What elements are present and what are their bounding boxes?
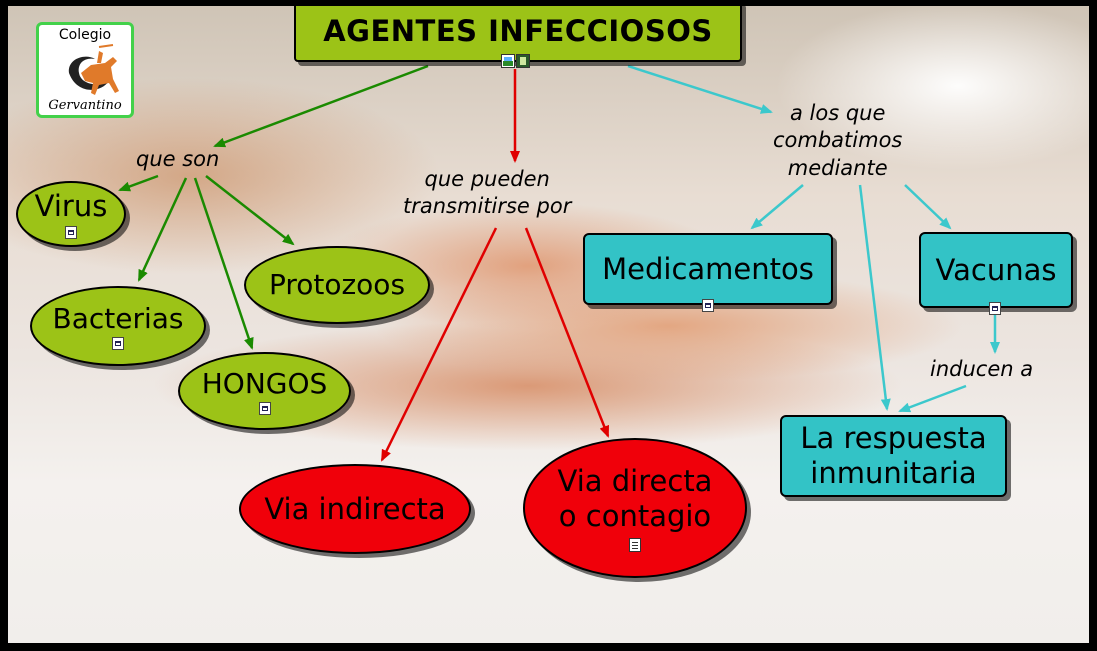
link-combatimos-line1: a los que <box>789 101 886 125</box>
horse-rider-icon <box>68 44 119 95</box>
concept-map-canvas: Colegio Gervantino AGENTES INFECCIOSOS q… <box>8 6 1089 643</box>
link-combatimos: a los que combatimos mediante <box>773 100 902 182</box>
submap-icon[interactable] <box>112 337 124 351</box>
medicamentos-label: Medicamentos <box>602 251 814 286</box>
link-combatimos-line3: mediante <box>787 155 888 180</box>
colegio-logo: Colegio Gervantino <box>36 22 134 118</box>
concept-vacunas[interactable]: Vacunas <box>919 232 1073 308</box>
vacunas-label: Vacunas <box>935 252 1057 287</box>
edge-combatimos-to-respuesta <box>858 184 891 411</box>
edge-que-son-to-protozoos <box>205 175 295 246</box>
submap-icon[interactable] <box>65 225 77 239</box>
edge-title-to-que-son <box>213 64 429 148</box>
protozoos-label: Protozoos <box>268 268 406 302</box>
respuesta-line2: inmunitaria <box>810 456 977 490</box>
link-transmitirse-line2: transmitirse por <box>403 194 572 219</box>
concept-medicamentos[interactable]: Medicamentos <box>583 233 833 305</box>
logo-text-top: Colegio <box>58 27 112 43</box>
hongos-label: HONGOS <box>201 366 328 400</box>
concept-virus[interactable]: Virus <box>16 181 126 247</box>
submap-icon[interactable] <box>258 402 271 416</box>
via-directa-line1: Via directa <box>557 464 713 499</box>
edge-combatimos-to-vacunas <box>904 184 952 230</box>
concept-hongos[interactable]: HONGOS <box>178 352 351 430</box>
edge-que-son-to-hongos <box>193 177 254 350</box>
edge-transmitirse-to-indirecta <box>380 227 498 462</box>
film-icon[interactable] <box>516 54 530 68</box>
via-indirecta-label: Via indirecta <box>264 491 446 526</box>
document-icon[interactable] <box>629 537 641 552</box>
concept-via-indirecta[interactable]: Via indirecta <box>239 464 471 554</box>
concept-protozoos[interactable]: Protozoos <box>244 246 430 324</box>
submap-icon[interactable] <box>989 302 1001 315</box>
virus-label: Virus <box>34 189 108 224</box>
link-que-son: que son <box>136 147 220 171</box>
edge-inducen-to-respuesta <box>898 384 967 413</box>
edge-que-son-to-bacterias <box>137 177 188 282</box>
link-combatimos-line2: combatimos <box>773 128 903 153</box>
link-inducen: inducen a <box>930 357 1034 381</box>
bacterias-label: Bacterias <box>52 301 184 335</box>
edge-title-to-combatimos <box>627 64 773 114</box>
image-icon[interactable] <box>501 54 515 68</box>
title-label: AGENTES INFECCIOSOS <box>323 13 713 48</box>
title-resource-icons <box>501 54 530 68</box>
respuesta-line1: La respuesta <box>800 421 987 456</box>
connections-layer <box>118 64 1000 462</box>
edge-que-son-to-virus <box>118 174 159 192</box>
link-transmitirse: que pueden transmitirse por <box>403 166 571 221</box>
concept-bacterias[interactable]: Bacterias <box>30 286 206 366</box>
logo-text-bottom: Gervantino <box>48 98 122 113</box>
via-directa-line2: o contagio <box>558 499 712 533</box>
concept-via-directa[interactable]: Via directa o contagio <box>523 438 747 578</box>
edge-transmitirse-to-directa <box>524 227 610 438</box>
edge-combatimos-to-medicamentos <box>750 184 804 230</box>
link-transmitirse-line1: que pueden <box>424 167 550 191</box>
concept-respuesta-inmunitaria[interactable]: La respuesta inmunitaria <box>780 415 1007 497</box>
submap-icon[interactable] <box>702 299 714 312</box>
